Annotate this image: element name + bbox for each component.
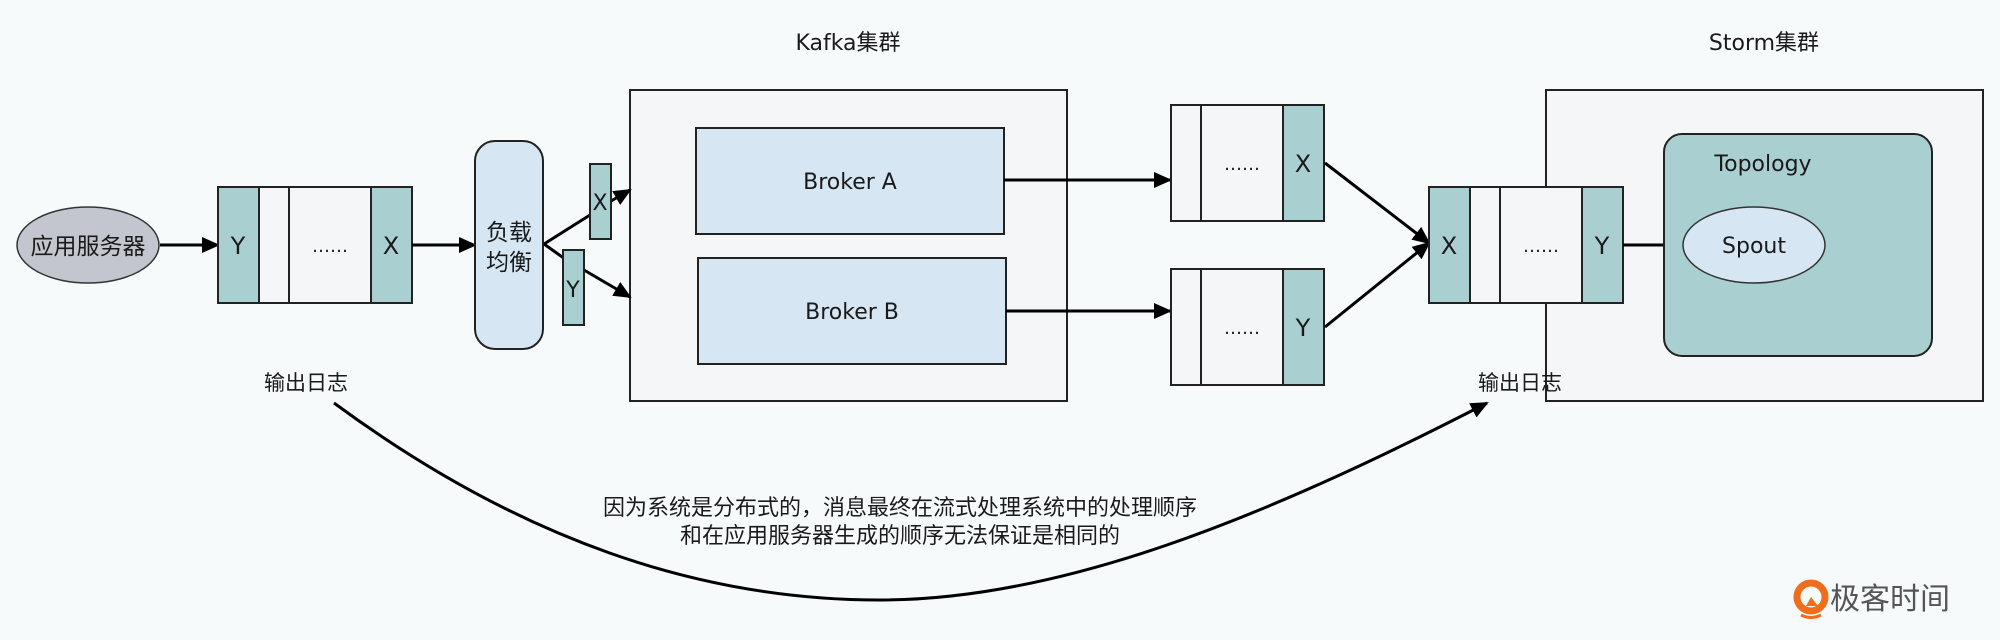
broker-a: Broker A (695, 127, 1005, 235)
app-server-label: 应用服务器 (31, 234, 146, 260)
broker-a-label: Broker A (803, 170, 897, 195)
partition-b-head: Y (1295, 314, 1311, 342)
load-balancer: 负载 均衡 (474, 140, 544, 350)
geektime-logo-text: 极客时间 (1830, 582, 1950, 617)
queue-cell-empty (258, 186, 290, 304)
app-server-node: 应用服务器 (16, 206, 160, 284)
partition-queue-b: …… Y (1170, 268, 1325, 386)
broker-b: Broker B (697, 257, 1007, 365)
queue-cell-x-label: X (383, 232, 399, 260)
caption-line2: 和在应用服务器生成的顺序无法保证是相同的 (680, 524, 1120, 549)
storm-cluster-title: Storm集群 (1709, 31, 1819, 56)
merged-queue-x: X (1441, 232, 1457, 260)
split-line-x (543, 213, 591, 246)
partition-a-head: X (1295, 150, 1311, 178)
partition-b-ellipsis: …… (1224, 318, 1260, 339)
geektime-logo-icon (1793, 579, 1829, 619)
lb-label-line1: 负载 (486, 220, 532, 246)
partition-queue-a: …… X (1170, 104, 1325, 222)
spout-node: Spout (1682, 206, 1826, 284)
arrow-merge-x (1324, 161, 1431, 245)
order-curve-arrow (333, 401, 1489, 602)
geektime-watermark: 极客时间 (1793, 579, 1950, 619)
message-x-label: X (592, 191, 607, 216)
split-arrow-x (610, 188, 632, 205)
output-log-right-label: 输出日志 (1478, 371, 1562, 395)
merged-queue-ellipsis: …… (1523, 236, 1559, 257)
output-log-left-label: 输出日志 (264, 371, 348, 395)
source-queue: Y …… X (217, 186, 413, 304)
lb-label-line2: 均衡 (486, 250, 532, 276)
arrow-merge-y (1324, 241, 1431, 329)
queue-cell-y (217, 186, 260, 304)
split-line-y (543, 242, 566, 261)
kafka-cluster-title: Kafka集群 (795, 31, 900, 56)
queue-ellipsis-label: …… (312, 236, 348, 257)
queue-cell-y-label: Y (230, 232, 246, 260)
caption-line1: 因为系统是分布式的，消息最终在流式处理系统中的处理顺序 (603, 496, 1197, 521)
queue-cell-ellipsis (288, 186, 372, 304)
split-arrow-y (583, 268, 632, 299)
broker-b-label: Broker B (805, 300, 899, 325)
partition-a-ellipsis: …… (1224, 154, 1260, 175)
topology-label: Topology (1713, 152, 1811, 177)
message-y: Y (562, 249, 585, 326)
spout-label: Spout (1722, 234, 1786, 259)
message-y-label: Y (565, 278, 580, 303)
message-x: X (589, 163, 612, 240)
merged-queue: X …… Y (1428, 186, 1624, 304)
merged-queue-y: Y (1594, 232, 1610, 260)
